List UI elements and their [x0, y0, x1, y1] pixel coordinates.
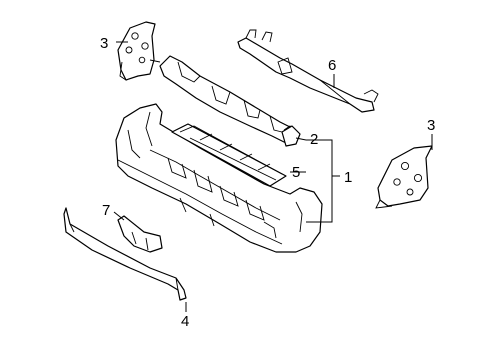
part-5-step-pad — [171, 123, 287, 187]
part-7-bracket — [117, 215, 163, 253]
leader-7 — [113, 211, 125, 221]
callout-1: 1 — [344, 169, 352, 186]
part-2-bracket — [281, 125, 301, 147]
callout-3-right: 3 — [427, 117, 435, 134]
callout-2: 2 — [310, 131, 318, 148]
part-4-lower-molding — [63, 207, 187, 301]
part-1-bumper-cover — [115, 103, 323, 253]
part-3-left-bracket — [117, 21, 161, 81]
part-3-right-bracket — [375, 145, 433, 209]
callout-3-left: 3 — [100, 35, 108, 52]
leader-1-bracket — [306, 139, 333, 223]
callout-6: 6 — [328, 57, 336, 74]
leader-2 — [295, 137, 307, 141]
callout-5: 5 — [292, 164, 300, 181]
callout-4: 4 — [181, 313, 189, 330]
part-6-reinforcement — [237, 29, 379, 113]
callout-7: 7 — [102, 202, 110, 219]
